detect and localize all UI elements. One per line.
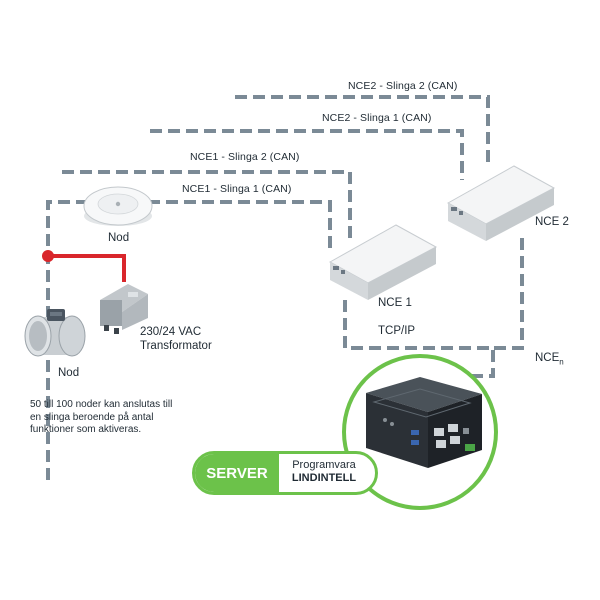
power-line <box>48 254 126 282</box>
label-nce2-loop1: NCE2 - Slinga 1 (CAN) <box>322 112 432 124</box>
node-ceiling-device <box>83 186 153 226</box>
node-duct-device <box>24 309 86 357</box>
label-transformer: Transformator <box>140 340 212 352</box>
capacity-note: 50 till 100 noder kan anslutas till en s… <box>30 399 173 435</box>
label-ncen: NCEn <box>535 352 564 366</box>
nce1-device <box>328 224 438 300</box>
software-line1: Programvara <box>292 459 356 471</box>
bus-nce1-loop1 <box>46 200 332 480</box>
bus-nce2-loop1 <box>150 129 464 180</box>
label-nce1: NCE 1 <box>378 297 412 309</box>
label-nce1-loop2: NCE1 - Slinga 2 (CAN) <box>190 151 300 163</box>
software-name: LINDINTELL <box>291 472 357 484</box>
label-ncen-base: NCE <box>535 352 560 364</box>
bus-nce2-uplink <box>493 238 524 350</box>
server-device <box>366 377 482 468</box>
label-ncen-sub: n <box>559 357 564 367</box>
server-badge: SERVER Programvara LINDINTELL <box>192 451 378 495</box>
bus-nce1-loop2 <box>62 170 352 238</box>
label-nce2-loop2: NCE2 - Slinga 2 (CAN) <box>348 80 458 92</box>
label-node-duct: Nod <box>58 367 80 379</box>
label-node-ceiling: Nod <box>108 232 130 244</box>
server-tag: SERVER <box>195 454 279 492</box>
software-label: Programvara LINDINTELL <box>283 459 365 487</box>
label-nce2: NCE 2 <box>535 216 569 228</box>
label-tcpip: TCP/IP <box>378 325 416 337</box>
transformer-device <box>100 284 148 334</box>
power-junction <box>42 250 54 262</box>
nce2-device <box>446 165 556 241</box>
label-nce1-loop1: NCE1 - Slinga 1 (CAN) <box>182 183 292 195</box>
label-transformer-voltage: 230/24 VAC <box>140 326 202 338</box>
bus-nce2-loop2 <box>235 95 490 168</box>
